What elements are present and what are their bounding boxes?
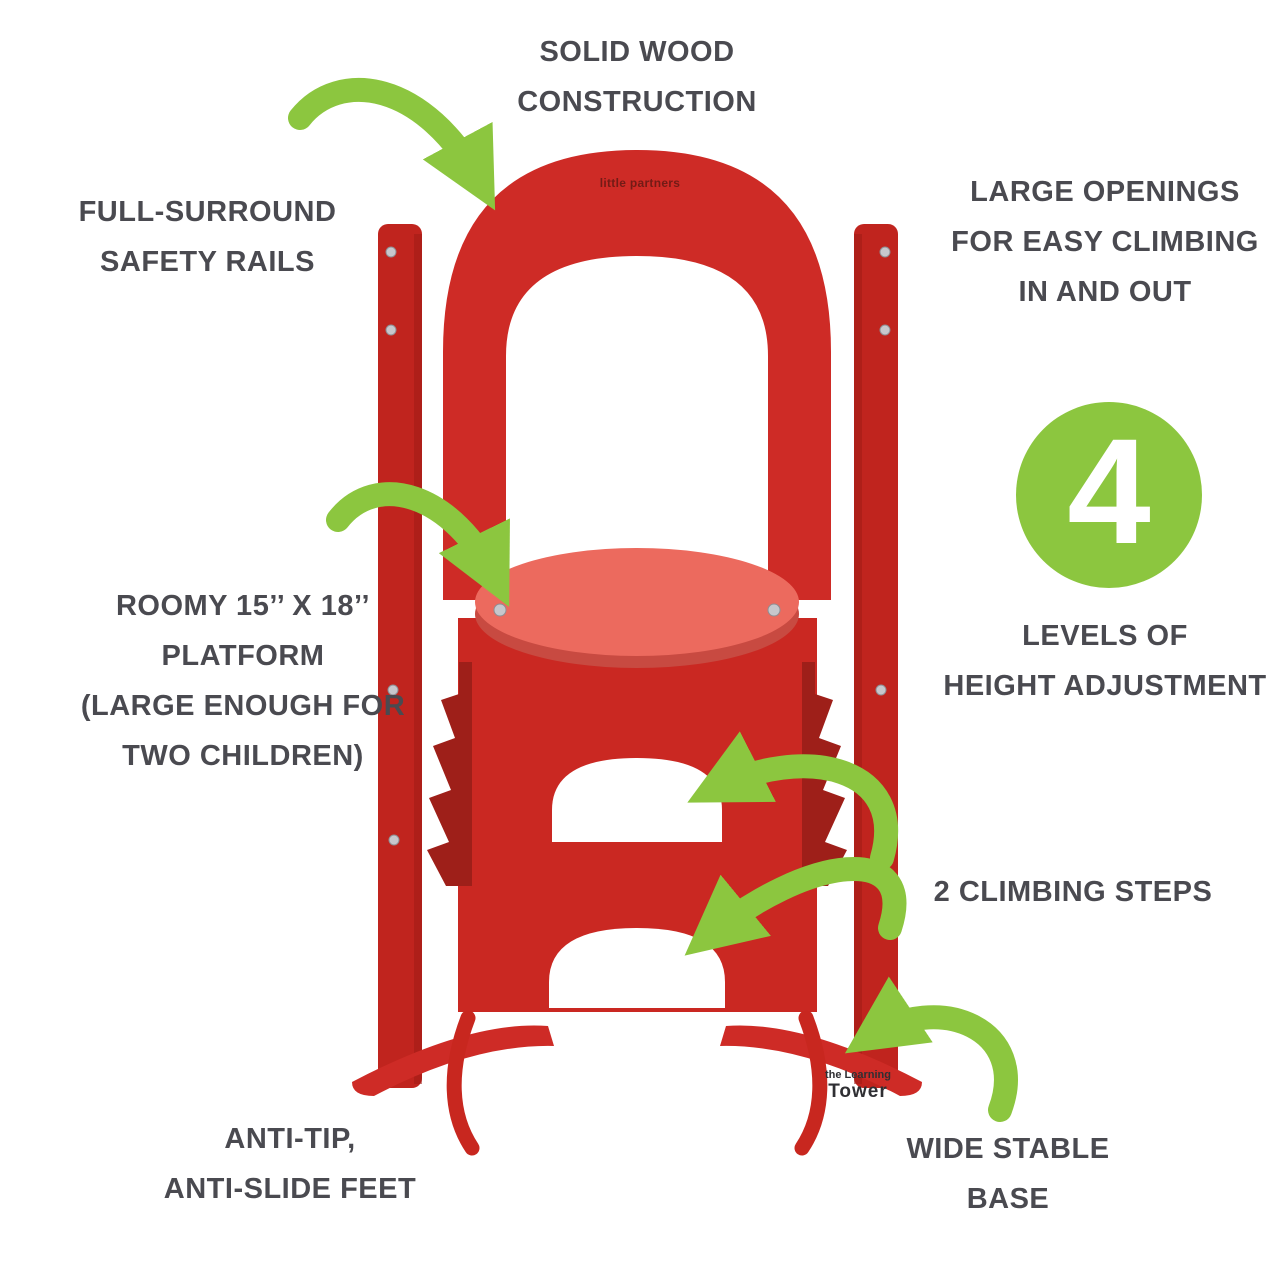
tower-left-side-board — [378, 224, 422, 1088]
label-platform: ROOMY 15’’ X 18’’ PLATFORM (LARGE ENOUGH… — [48, 582, 438, 782]
label-line: 2 CLIMBING STEPS — [933, 876, 1213, 908]
brand-logo-bottom-small: the Learning — [824, 1069, 891, 1081]
platform-left-bolt — [493, 603, 507, 617]
platform-surface — [475, 548, 799, 656]
arrow-upper-step-icon — [687, 731, 899, 870]
screw-icon — [385, 324, 397, 336]
label-line: SAFETY RAILS — [100, 245, 315, 278]
arrow-platform-icon — [326, 482, 510, 607]
platform-right-bolt — [767, 603, 781, 617]
front-left-leg — [446, 1010, 480, 1156]
label-line: IN AND OUT — [1018, 275, 1192, 308]
label-height-adjustment: LEVELS OF HEIGHT ADJUSTMENT — [905, 612, 1280, 712]
label-line: WIDE STABLE — [906, 1133, 1110, 1165]
label-line: LEVELS OF — [1022, 620, 1188, 652]
height-levels-badge: 4 — [1016, 402, 1202, 588]
label-line: PLATFORM — [161, 639, 325, 672]
label-climbing-steps: 2 CLIMBING STEPS — [908, 868, 1238, 918]
label-safety-rails: FULL-SURROUND SAFETY RAILS — [40, 188, 375, 288]
label-line: FULL-SURROUND — [78, 196, 337, 228]
arrow-base-icon — [844, 976, 1018, 1122]
label-solid-wood: SOLID WOOD CONSTRUCTION — [407, 28, 867, 128]
label-line: HEIGHT ADJUSTMENT — [943, 669, 1267, 702]
label-anti-tip-feet: ANTI-TIP, ANTI-SLIDE FEET — [95, 1115, 485, 1215]
label-line: ANTI-TIP, — [224, 1123, 356, 1155]
right-board-shading — [854, 234, 862, 1084]
screw-icon — [388, 834, 400, 846]
front-right-leg — [794, 1010, 828, 1156]
upper-step-opening — [552, 758, 722, 842]
arrow-safety-rails-icon — [288, 78, 496, 211]
brand-logo-top: little partners — [599, 176, 681, 190]
label-line: FOR EASY CLIMBING — [951, 225, 1259, 258]
screw-icon — [385, 246, 397, 258]
screw-icon — [879, 324, 891, 336]
label-line: BASE — [966, 1182, 1050, 1215]
label-line: CONSTRUCTION — [517, 85, 757, 118]
annotation-arrows — [288, 78, 1018, 1122]
label-line: LARGE OPENINGS — [970, 176, 1240, 208]
arrow-lower-step-icon — [684, 857, 907, 956]
left-adjustment-bracket — [427, 662, 472, 886]
left-board-shading — [414, 234, 422, 1084]
label-wide-base: WIDE STABLE BASE — [843, 1125, 1173, 1225]
label-large-openings: LARGE OPENINGS FOR EASY CLIMBING IN AND … — [920, 168, 1280, 318]
label-line: ANTI-SLIDE FEET — [163, 1172, 417, 1205]
tower-top-arch-frame — [443, 150, 831, 600]
screw-icon — [879, 246, 891, 258]
label-line: (LARGE ENOUGH FOR — [80, 689, 406, 722]
label-line: ROOMY 15’’ X 18’’ — [115, 590, 371, 622]
screw-icon — [387, 684, 399, 696]
brand-logo-bottom: the Learning Tower — [798, 1069, 918, 1102]
lower-step-opening — [549, 928, 725, 1008]
label-line: SOLID WOOD — [539, 36, 735, 68]
brand-logo-bottom-big: Tower — [828, 1080, 888, 1102]
label-line: TWO CHILDREN) — [122, 739, 364, 772]
screw-icon — [875, 684, 887, 696]
height-levels-number: 4 — [1067, 407, 1151, 575]
